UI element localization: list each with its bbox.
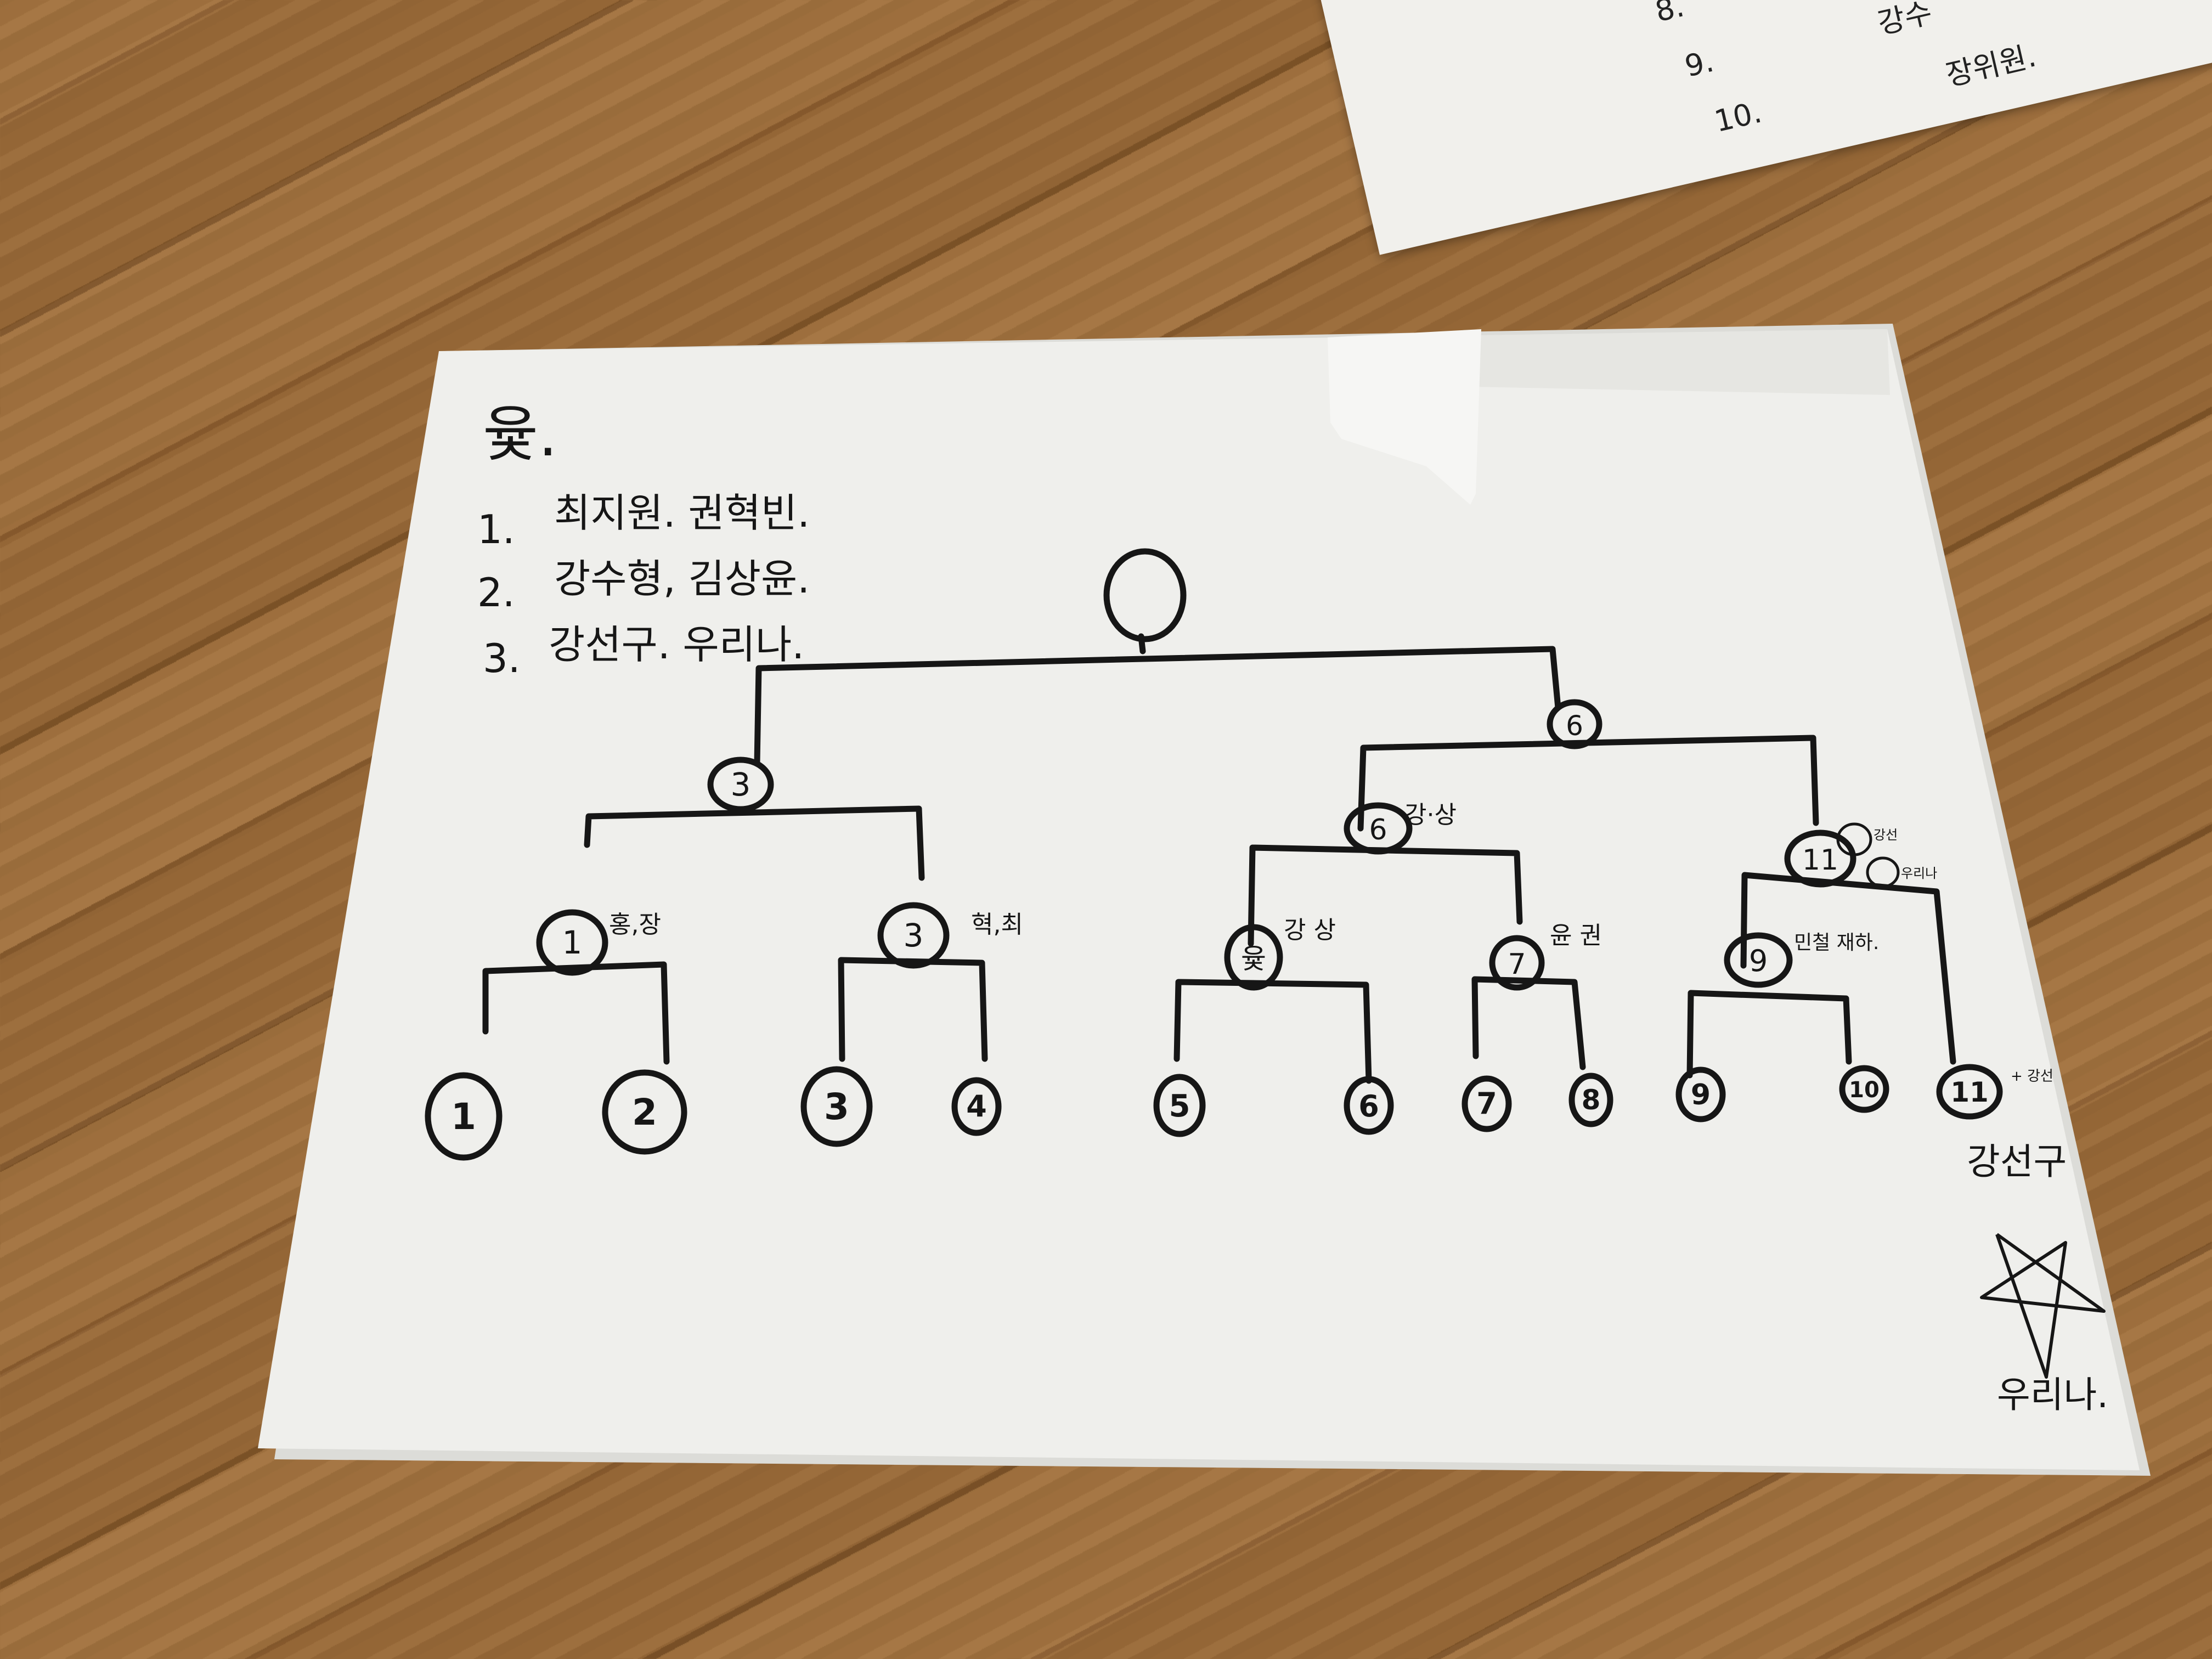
entrant-5: 5 [1169, 1088, 1190, 1124]
semifinal-right-winner: 6 [1566, 710, 1583, 742]
entrant-9: 9 [1691, 1079, 1711, 1111]
r1-winner: 7 [1508, 948, 1526, 981]
team-rank: 2. [477, 569, 515, 616]
semifinal-left-winner: 3 [731, 766, 751, 803]
r1-winner: 3 [904, 917, 924, 954]
torn-corner [1328, 329, 1481, 505]
pentagram-icon [1980, 1233, 2106, 1379]
entrant-6: 6 [1358, 1089, 1379, 1124]
entrant-3: 3 [824, 1086, 849, 1128]
poster-title: 윷. [483, 399, 557, 470]
team-rank: 3. [483, 635, 521, 681]
r1-note: 홍,장 [609, 911, 661, 939]
bracket-lines [425, 548, 2003, 1161]
qf-note-bottom: 우리나 [1901, 866, 1937, 881]
entrant-1: 1 [451, 1096, 476, 1138]
r1-note: 강 상 [1284, 916, 1336, 944]
bye-name: 강선구 [1967, 1141, 2067, 1183]
qf-note: 강·상 [1404, 801, 1457, 829]
entrant-10: 10 [1849, 1077, 1880, 1103]
entrant-11: 11 [1950, 1076, 1989, 1108]
qf-note-top: 강선 [1874, 827, 1898, 843]
team-names: 강수형, 김상윤. [554, 556, 810, 602]
signature-name: 우리나. [1997, 1374, 2108, 1416]
r1-note: 민철 재하. [1794, 932, 1879, 954]
r1-winner: 1 [562, 924, 583, 961]
r1-winner: 윷 [1241, 943, 1266, 975]
r1-note: 혁,최 [971, 911, 1023, 939]
r1-note: 윤 권 [1550, 922, 1602, 950]
qf-winner: 11 [1802, 844, 1838, 877]
entrant-2: 2 [632, 1091, 657, 1133]
entrant-7: 7 [1476, 1086, 1497, 1121]
team-names: 최지원. 권혁빈. [554, 490, 810, 536]
entrant-4: 4 [966, 1089, 987, 1124]
team-names: 강선구. 우리나. [549, 622, 804, 668]
qf-winner: 6 [1369, 814, 1387, 847]
bye-note: + 강선 [2011, 1068, 2053, 1085]
entrant-8: 8 [1582, 1084, 1601, 1116]
paper-sheet [258, 329, 2140, 1470]
r1-winner: 9 [1749, 944, 1768, 978]
team-rank: 1. [477, 506, 515, 552]
